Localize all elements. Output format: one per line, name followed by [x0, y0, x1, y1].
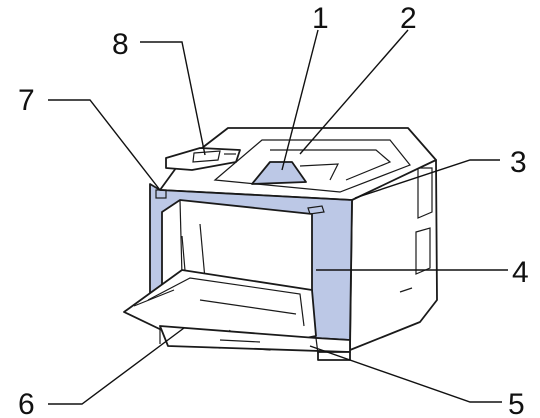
leader-6 — [48, 327, 185, 405]
callout-labels: 1 2 3 4 5 6 7 8 — [18, 2, 529, 418]
paper-tray — [159, 325, 351, 353]
callout-2: 2 — [400, 2, 417, 35]
leader-3 — [354, 159, 500, 199]
support-flap — [251, 161, 307, 185]
output-tray — [213, 139, 411, 193]
leader-8 — [140, 41, 206, 156]
leader-7 — [48, 99, 161, 191]
callout-6: 6 — [18, 388, 35, 418]
callout-4: 4 — [512, 256, 529, 289]
usb-port — [155, 189, 167, 199]
callout-3: 3 — [510, 146, 527, 179]
front-cover-latch — [307, 205, 325, 215]
printer — [123, 127, 438, 361]
callout-7: 7 — [18, 84, 35, 117]
callout-1: 1 — [312, 2, 329, 35]
leader-2 — [299, 29, 409, 155]
leader-5 — [309, 345, 502, 403]
control-panel — [165, 147, 241, 171]
callout-5: 5 — [508, 388, 525, 418]
control-panel-display — [192, 150, 221, 163]
leader-1 — [281, 29, 319, 171]
callout-8: 8 — [112, 28, 129, 61]
leader-lines — [48, 29, 508, 405]
